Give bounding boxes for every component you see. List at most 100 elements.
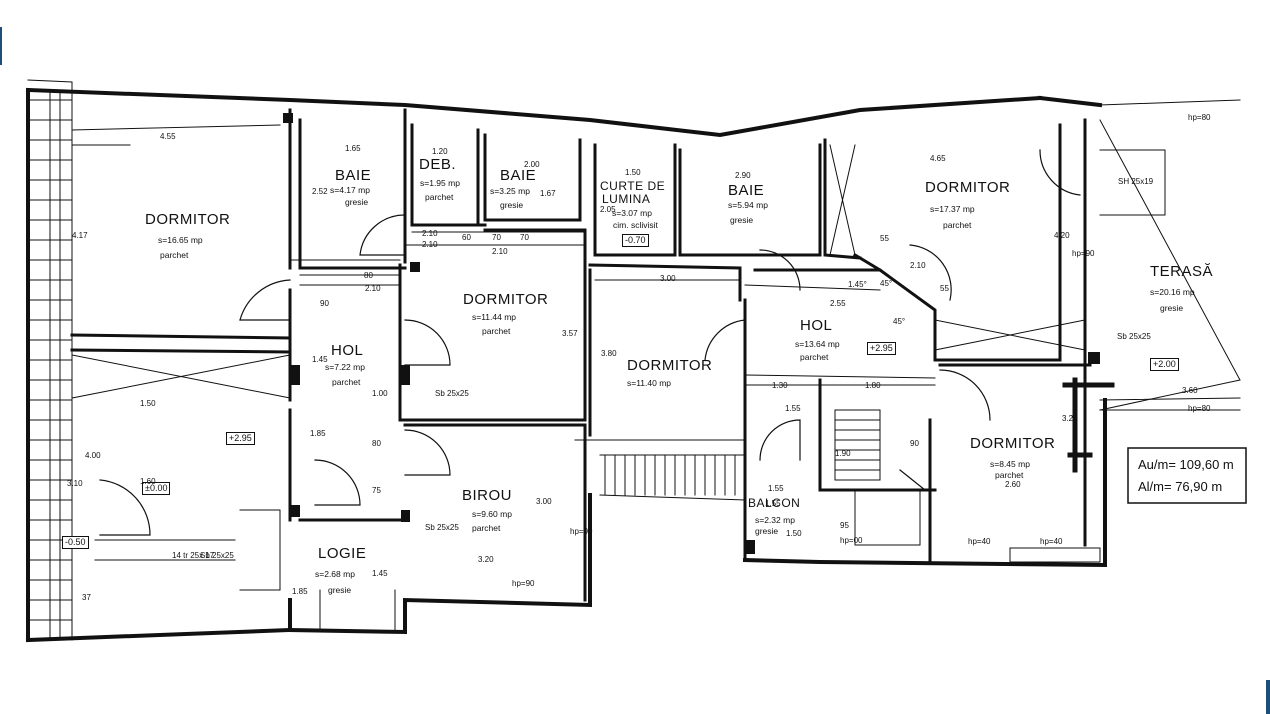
- dimension-label: 1.50: [140, 399, 156, 408]
- left-accent-bar: [0, 27, 2, 65]
- dimension-label: 80: [372, 439, 381, 448]
- dimension-label: 70: [492, 233, 501, 242]
- room-name: HOL: [800, 317, 833, 334]
- dimension-label: 4.00: [85, 451, 101, 460]
- room-finish: parchet: [482, 326, 511, 336]
- dimension-label: 1.20: [432, 147, 448, 156]
- room-area: s=2.32 mp: [755, 515, 795, 525]
- room-area: s=4.17 mp: [330, 185, 370, 195]
- total-useful-area: Au/m= 109,60 m: [1138, 457, 1234, 472]
- dimension-label: hp=40: [968, 537, 991, 546]
- dimension-label: 3.20: [478, 555, 494, 564]
- dimension-label: 1.55: [768, 484, 784, 493]
- room-name: CURTE DE: [600, 179, 666, 193]
- dimension-label: 1.55: [765, 499, 781, 508]
- dimension-label: 1.50: [625, 168, 641, 177]
- dimension-label: 1.90: [835, 449, 851, 458]
- dimension-label: 2.10: [365, 284, 381, 293]
- dimension-label: 4.55: [160, 132, 176, 141]
- dimension-label: 3.25: [1062, 414, 1078, 423]
- room-finish: parchet: [943, 220, 972, 230]
- room-name: BAIE: [335, 167, 372, 184]
- room-finish: cim. sclivisit: [613, 220, 658, 230]
- room-name: BIROU: [462, 487, 513, 504]
- interior-walls: [70, 108, 1092, 602]
- room-finish: gresie: [755, 526, 779, 536]
- dimension-label: 1.50: [786, 529, 802, 538]
- room-finish: gresie: [328, 585, 352, 595]
- dimension-label: 1.67: [540, 189, 556, 198]
- dimension-label: hp=90: [570, 527, 593, 536]
- room-area: s=11.40 mp: [627, 378, 672, 388]
- dimension-label: hp=80: [1188, 113, 1211, 122]
- dimension-label: Sb 25x25: [200, 551, 234, 560]
- dimension-label: 45°: [880, 279, 893, 288]
- dimension-label: hp=90: [512, 579, 535, 588]
- dimension-label: 90: [910, 439, 919, 448]
- dimension-label: 70: [520, 233, 529, 242]
- dimension-label: 3.10: [67, 479, 83, 488]
- room-area: s=3.25 mp: [490, 186, 530, 196]
- dimension-label: 1.45: [372, 569, 388, 578]
- dimension-label: 95: [840, 521, 849, 530]
- dimension-label: 3.00: [660, 274, 676, 283]
- dimension-label: 37: [82, 593, 91, 602]
- room-area: s=7.22 mp: [325, 362, 365, 372]
- room-finish: gresie: [345, 197, 369, 207]
- room-area: s=9.60 mp: [472, 509, 512, 519]
- dimension-label: 1.55: [785, 404, 801, 413]
- totals-box: [1127, 447, 1247, 504]
- dimension-label: 2.90: [735, 171, 751, 180]
- right-accent-bar: [1266, 680, 1270, 714]
- dimension-label: 1.60: [140, 477, 156, 486]
- dimension-label: 90: [320, 299, 329, 308]
- dimension-label: hp=80: [1188, 404, 1211, 413]
- outer-walls: [25, 87, 1107, 643]
- room-area: s=17.37 mp: [930, 204, 975, 214]
- room-name: LOGIE: [318, 545, 367, 562]
- room-name: BAIE: [728, 182, 765, 199]
- dimension-label: hp=90: [1072, 249, 1095, 258]
- dimension-label: Sb 25x25: [425, 523, 459, 532]
- room-name: DORMITOR: [145, 211, 231, 228]
- dimension-label: 2.10: [422, 229, 438, 238]
- room-area: s=5.94 mp: [728, 200, 768, 210]
- dimension-label: 1.85: [310, 429, 326, 438]
- room-area: s=11.44 mp: [472, 312, 517, 322]
- level-marks: [1062, 377, 1115, 473]
- dimension-label: 1.30: [772, 381, 788, 390]
- dimension-label: hp=00: [840, 536, 863, 545]
- room-finish: parchet: [995, 470, 1024, 480]
- dimension-label: 2.05: [600, 205, 616, 214]
- room-finish: parchet: [160, 250, 189, 260]
- room-area: s=13.64 mp: [795, 339, 840, 349]
- level-marker: +2.00: [1150, 358, 1179, 371]
- room-name: BAIE: [500, 167, 537, 184]
- door-swings: [99, 149, 1081, 536]
- room-name: DORMITOR: [463, 291, 549, 308]
- dimension-label: 1.45: [312, 355, 328, 364]
- level-marker: +2.95: [226, 432, 255, 445]
- dimension-label: 1.45°: [848, 280, 867, 289]
- room-area: s=8.45 mp: [990, 459, 1030, 469]
- dimension-label: 4.65: [930, 154, 946, 163]
- dimension-label: 3.60: [1182, 386, 1198, 395]
- dimension-label: 3.57: [562, 329, 578, 338]
- room-finish: parchet: [425, 192, 454, 202]
- dimension-label: 3.80: [601, 349, 617, 358]
- room-area: s=16.65 mp: [158, 235, 203, 245]
- room-area: s=1.95 mp: [420, 178, 460, 188]
- dimension-label: 45°: [893, 317, 906, 326]
- room-name: DORMITOR: [970, 435, 1056, 452]
- room-finish: parchet: [472, 523, 501, 533]
- dimension-label: 1.00: [372, 389, 388, 398]
- dimension-label: hp=40: [1040, 537, 1063, 546]
- dimension-label: 75: [372, 486, 381, 495]
- dimension-label: 2.52: [312, 187, 328, 196]
- room-name: DEB.: [419, 156, 457, 173]
- dimension-label: Sb 25x25: [435, 389, 469, 398]
- dimension-label: 60: [462, 233, 471, 242]
- room-finish: parchet: [332, 377, 361, 387]
- construction-lines: [49, 89, 1241, 641]
